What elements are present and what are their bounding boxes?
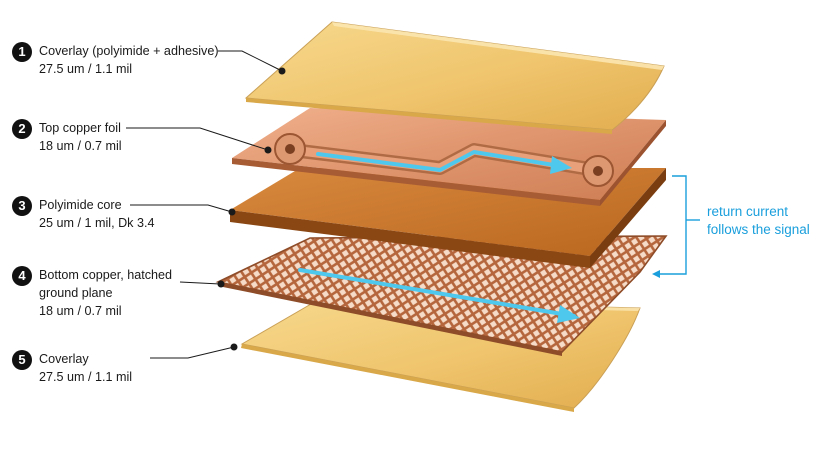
leader-dots <box>217 67 286 351</box>
callout-layer-2: 2 Top copper foil 18 um / 0.7 mil <box>12 119 122 155</box>
callout-number-1: 1 <box>12 42 32 62</box>
layer-4-title-line-1: Bottom copper, hatched <box>39 268 173 282</box>
callout-layer-4: 4 Bottom copper, hatched ground plane 18… <box>12 266 172 320</box>
layer-4-title-line-2: ground plane <box>39 286 113 300</box>
layer-3-title: Polyimide core <box>39 198 122 212</box>
leader-lines <box>126 50 283 359</box>
layer-3-detail: 25 um / 1 mil, Dk 3.4 <box>39 216 155 230</box>
callout-number-4: 4 <box>12 266 32 286</box>
layer-4-hatched-ground-plane <box>215 235 668 356</box>
layer-5-detail: 27.5 um / 1.1 mil <box>39 370 133 384</box>
layer-2-top-copper-foil <box>232 108 666 206</box>
callout-number-5: 5 <box>12 350 32 370</box>
return-current-bracket <box>654 175 687 275</box>
callout-number-2: 2 <box>12 119 32 139</box>
layer-1-detail: 27.5 um / 1.1 mil <box>39 62 133 76</box>
layer-2-detail: 18 um / 0.7 mil <box>39 139 122 153</box>
signal-current-arrow <box>316 150 562 172</box>
layer-1-coverlay-sheet <box>244 21 665 134</box>
layer-4-detail: 18 um / 0.7 mil <box>39 304 122 318</box>
callout-layer-1: 1 Coverlay (polyimide + adhesive) 27.5 u… <box>12 42 219 78</box>
annotation-line-2: follows the signal <box>707 222 810 237</box>
return-current-annotation: return current follows the signal <box>707 203 810 239</box>
callout-number-3: 3 <box>12 196 32 216</box>
callout-layer-3: 3 Polyimide core 25 um / 1 mil, Dk 3.4 <box>12 196 154 232</box>
return-current-arrow <box>298 268 576 318</box>
layer-2-title: Top copper foil <box>39 121 121 135</box>
callout-layer-5: 5 Coverlay 27.5 um / 1.1 mil <box>12 350 132 386</box>
layer-1-title: Coverlay (polyimide + adhesive) <box>39 44 219 58</box>
annotation-line-1: return current <box>707 204 789 219</box>
layer-5-title: Coverlay <box>39 352 89 366</box>
